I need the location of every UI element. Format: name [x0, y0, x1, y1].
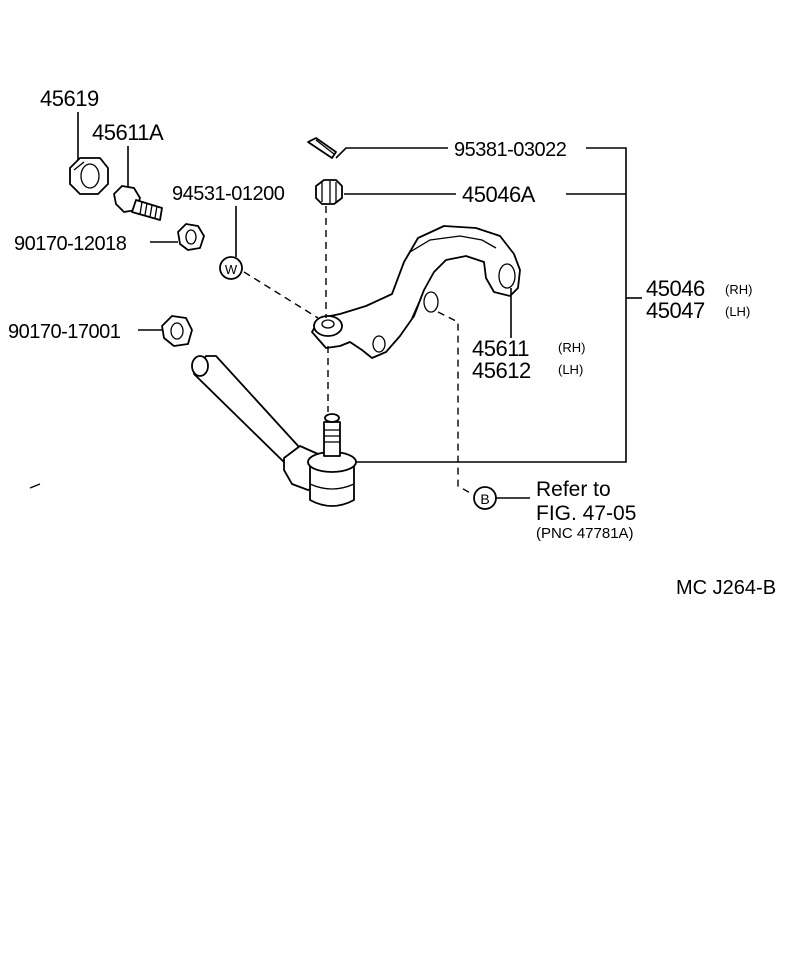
label-45611-side: (RH): [558, 340, 585, 355]
reference-line-2: FIG. 47-05: [536, 502, 636, 525]
cotter-pin-95381-03022-drawing: [307, 137, 337, 159]
label-45047-side: (LH): [725, 304, 750, 319]
label-94531-01200: 94531-01200: [172, 183, 285, 205]
label-45611A: 45611A: [92, 120, 164, 145]
bolt-45611A-drawing: [113, 185, 163, 221]
grease-fitting-w-marker: W: [219, 256, 243, 280]
reference-line-3: (PNC 47781A): [536, 525, 634, 542]
label-45046-side: (RH): [725, 282, 752, 297]
label-45612: 45612: [472, 358, 531, 383]
label-95381-03022: 95381-03022: [454, 139, 567, 161]
label-90170-17001: 90170-17001: [8, 321, 121, 343]
leader-lines: [77, 112, 642, 499]
castle-nut-45046A-drawing: [315, 179, 343, 205]
label-45046: 45046: [646, 276, 705, 301]
bushing-45619-drawing: [69, 157, 109, 195]
nut-90170-12018-drawing: [177, 223, 205, 251]
knuckle-arm-drawing: [311, 225, 521, 359]
figure-code: MC J264-B: [676, 577, 776, 599]
reference-line-1: Refer to: [536, 478, 611, 501]
marker-w-text: W: [225, 262, 238, 277]
label-45612-side: (LH): [558, 362, 583, 377]
label-90170-12018: 90170-12018: [14, 233, 127, 255]
reference-b-marker: B: [473, 486, 497, 510]
label-45611: 45611: [472, 336, 529, 361]
label-45046A: 45046A: [462, 182, 536, 207]
marker-b-text: B: [480, 491, 489, 507]
tie-rod-end-drawing: [29, 355, 357, 507]
label-45047: 45047: [646, 298, 705, 323]
nut-90170-17001-drawing: [161, 315, 193, 347]
label-45619: 45619: [40, 86, 99, 111]
assembly-dashed-lines: [243, 206, 473, 495]
